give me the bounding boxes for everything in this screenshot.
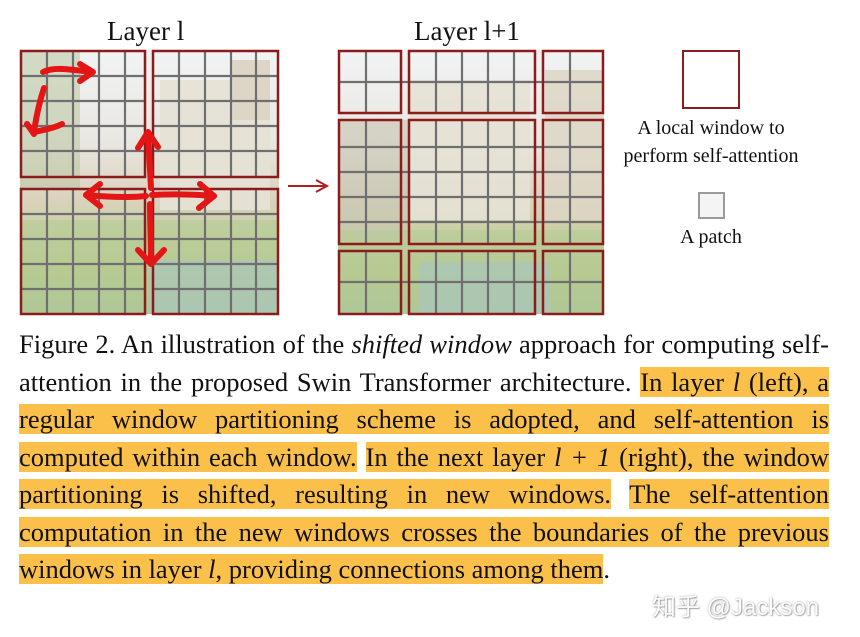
layer-transition-arrow	[288, 179, 330, 193]
figure-graphics	[19, 49, 605, 316]
caption-h1-var: l	[732, 366, 741, 397]
caption-lead-cont: approach for computing self-attention in…	[19, 329, 829, 397]
layer-l-patch-grid	[22, 52, 277, 313]
caption-h3-var: l	[208, 554, 216, 584]
figure-caption: Figure 2. An illustration of the shifted…	[19, 326, 829, 589]
caption-h2-text: In the next layer	[365, 441, 555, 472]
legend-window-swatch	[682, 50, 740, 109]
legend-patch-label: A patch	[680, 226, 742, 248]
caption-end: .	[603, 554, 611, 584]
caption-h1-rest: (left), a regular window partitioning sc…	[19, 366, 829, 472]
layer-l1-image	[338, 50, 604, 314]
layer-l1-title: Layer l+1	[414, 16, 520, 46]
legend-patch-swatch	[698, 192, 725, 219]
caption-h3-text: The self-attention computation in the ne…	[19, 479, 829, 584]
legend-window-label-line2: perform self-attention	[623, 145, 799, 167]
watermark: 知乎 @Jackson	[652, 594, 820, 621]
legend-window-label-line1: A local window to	[637, 117, 785, 139]
caption-term: shifted window	[351, 329, 512, 359]
caption-h1-text: In layer	[640, 366, 733, 397]
hand-drawn-arrows	[24, 61, 217, 267]
caption-h3-rest: , providing connections among them	[215, 554, 604, 584]
caption-h2-var: l + 1	[554, 441, 611, 472]
caption-h2-rest: (right), the window partitioning is shif…	[19, 441, 829, 510]
layer-l1-patch-grid	[340, 52, 602, 313]
layer-l-title: Layer l	[107, 16, 185, 46]
figure: Layer l Layer l+1	[19, 16, 799, 316]
layer-l1-windows	[337, 49, 605, 316]
caption-lead: Figure 2. An illustration of the	[19, 329, 352, 359]
